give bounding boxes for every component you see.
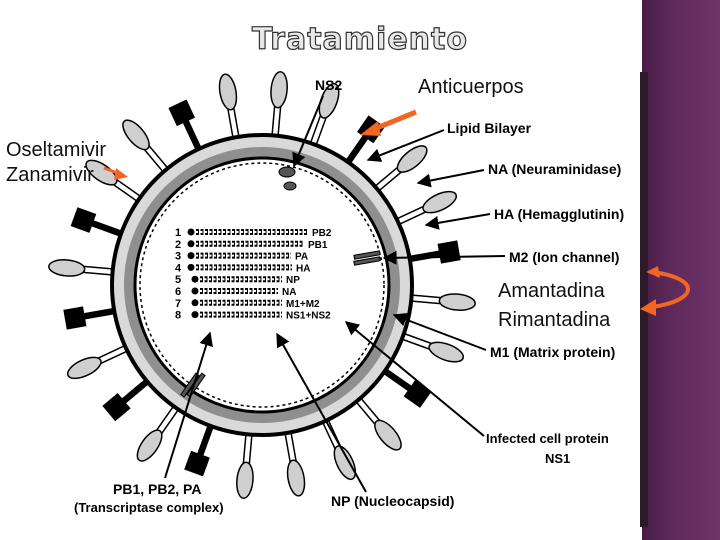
ha-spike: [321, 418, 357, 481]
m1-matrix-ring: [139, 162, 385, 408]
segment-number: 3: [175, 251, 181, 263]
na-spike: [184, 424, 215, 477]
m2-channel: [353, 250, 381, 266]
na-spike: [408, 240, 461, 264]
oseltamivir-label: Oseltamivir: [6, 139, 107, 161]
segment-number: 8: [175, 310, 181, 322]
polymerase-dot: [191, 299, 199, 307]
segment-number: 2: [175, 239, 181, 251]
ha-spike: [395, 190, 458, 226]
segment-label: PB2: [312, 228, 332, 239]
segment-label: NA: [282, 287, 296, 298]
rna-segments: 1 PB2 2 PB1 3 PA 4 HA 5 NP 6 NA 7 M1+M2 8 NS1+NS2: [175, 227, 332, 322]
matrix-layer: [133, 156, 391, 414]
label-ns1: NS1: [545, 451, 570, 466]
segment-number: 4: [175, 262, 182, 274]
ha-spike: [400, 332, 465, 363]
ha-spike: [48, 259, 114, 277]
ha-spike: [355, 396, 402, 451]
ha-spike: [218, 73, 240, 139]
polymerase-dot: [187, 263, 195, 271]
na-spike: [102, 378, 150, 422]
polymerase-dot: [187, 252, 195, 260]
neuraminidase-inhibitor-arrow: [103, 166, 128, 180]
ha-spike: [236, 433, 254, 499]
amantadina-label: Amantadina: [498, 280, 605, 302]
label-hemagglutinin: HA (Hemagglutinin): [494, 206, 624, 222]
ns2-blob: [278, 166, 296, 178]
label-lipid-bilayer: Lipid Bilayer: [447, 120, 532, 136]
na-spike: [70, 207, 123, 238]
ha-spike: [136, 405, 180, 462]
segment-label: M1+M2: [286, 299, 320, 310]
ha-spike: [410, 293, 476, 311]
polymerase-dot: [187, 240, 195, 248]
segment-label: PA: [295, 252, 308, 263]
adamantane-curved-arrow: [640, 266, 690, 316]
label-transcriptase-sub: (Transcriptase complex): [74, 500, 224, 515]
label-m2-channel: M2 (Ion channel): [509, 249, 619, 265]
zanamivir-label: Zanamivir: [6, 164, 94, 186]
rimantadina-label: Rimantadina: [498, 309, 611, 331]
label-arrows: [164, 95, 506, 493]
antibodies-arrow: [360, 109, 417, 136]
segment-number: 6: [175, 286, 181, 298]
label-infected-cell-protein: Infected cell protein: [486, 431, 609, 446]
ns2-blob: [283, 181, 297, 191]
segment-label: NS1+NS2: [286, 311, 331, 322]
polymerase-dot: [191, 311, 199, 319]
segment-label: PB1: [308, 240, 328, 251]
segment-label: HA: [296, 263, 310, 274]
surface-spikes: [48, 71, 476, 499]
ha-spike: [270, 71, 288, 137]
polymerase-dot: [187, 228, 195, 236]
antibodies-label: Anticuerpos: [418, 76, 524, 98]
polymerase-dot: [191, 287, 199, 295]
na-spike: [168, 99, 202, 152]
na-spike: [63, 306, 116, 330]
ha-spike: [66, 344, 129, 380]
label-neuraminidase: NA (Neuraminidase): [488, 161, 621, 177]
label-ns2: NS2: [315, 77, 342, 93]
slide-title: Tratamiento: [251, 21, 468, 57]
label-transcriptase: PB1, PB2, PA: [113, 481, 201, 497]
sidebar-edge: [640, 72, 648, 527]
label-m1-matrix: M1 (Matrix protein): [490, 344, 615, 360]
segment-number: 7: [175, 298, 181, 310]
ha-spike: [284, 431, 306, 497]
segment-number: 1: [175, 227, 181, 239]
segment-label: NP: [286, 275, 300, 286]
ha-spike: [85, 159, 142, 203]
segment-number: 5: [175, 274, 181, 286]
label-nucleocapsid: NP (Nucleocapsid): [331, 493, 454, 509]
polymerase-dot: [191, 275, 199, 283]
ha-spike: [373, 145, 428, 192]
ha-spike: [122, 119, 169, 174]
